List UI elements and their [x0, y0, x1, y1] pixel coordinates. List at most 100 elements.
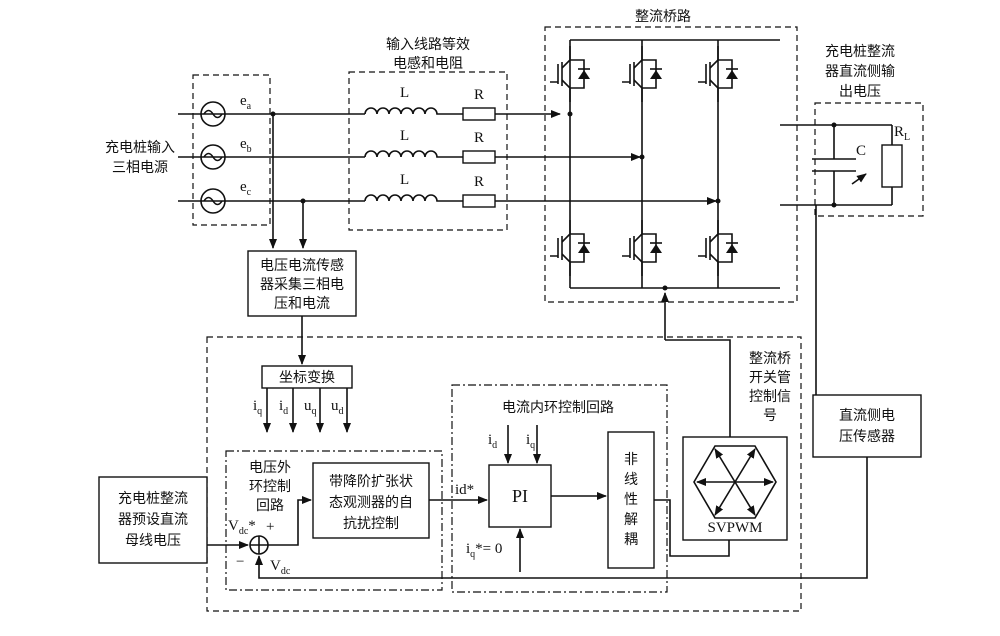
source-dashed-box	[192, 74, 271, 226]
pi-box	[488, 464, 552, 528]
outer-loop-1: 电压外	[249, 460, 291, 476]
bridge-dashed-box	[544, 26, 798, 303]
control-dashed-region	[206, 336, 802, 612]
vi-sensor-3: 压和电流	[274, 296, 330, 312]
label-plus-1: +	[266, 519, 274, 535]
vi-sensor-1: 电压电流传感	[260, 257, 344, 274]
svpwm-hexagon-icon	[693, 445, 777, 519]
rectifier-bridge: 整流桥路	[544, 9, 798, 303]
impedance-dashed-box	[348, 71, 508, 231]
resistor-load	[881, 144, 903, 188]
adrc-3: 抗扰控制	[343, 516, 399, 532]
label-R-c: R	[474, 174, 484, 190]
coord-transform-box	[261, 365, 353, 389]
igbt-switch-2-upper	[622, 46, 662, 102]
label-vdc: Vdc	[270, 558, 291, 577]
bridge-title: 整流桥路	[635, 9, 691, 25]
line-title-2: 电感和电阻	[393, 55, 463, 72]
coord-outputs	[263, 388, 351, 433]
coord-transform-label: 坐标变换	[279, 369, 335, 386]
adrc-2: 态观测器的自	[329, 495, 413, 511]
sum-to-adrc	[268, 496, 312, 546]
decouple-to-svpwm	[654, 499, 730, 557]
label-ud: ud	[331, 398, 344, 417]
label-ea: ea	[240, 93, 252, 112]
label-ec: ec	[240, 179, 252, 198]
inductor-c	[364, 194, 463, 202]
dc-feedback-line	[255, 457, 868, 579]
igbt-switch-3-lower	[698, 220, 738, 276]
dc-sensor-box	[812, 394, 922, 458]
gate-signal-line	[665, 339, 731, 437]
switch-signal-2: 开关管	[749, 370, 791, 386]
phase-lines	[178, 111, 365, 249]
pi-label: PI	[512, 486, 528, 506]
label-iqstar: iq*= 0	[466, 541, 502, 560]
label-R-a: R	[474, 87, 484, 103]
igbt-switches	[550, 46, 738, 276]
dc-title-2: 器直流侧输	[825, 63, 895, 80]
inductor-a	[364, 107, 463, 115]
inner-loop-region	[451, 384, 668, 593]
label-L-a: L	[400, 85, 409, 101]
preset-3: 母线电压	[125, 533, 181, 549]
preset-voltage-box	[98, 476, 208, 564]
label-eb: eb	[240, 136, 252, 155]
inner-loop-title: 电流内环控制回路	[502, 400, 614, 416]
adrc-box	[312, 462, 430, 539]
decoupling-box	[607, 431, 655, 569]
line-title-1: 输入线路等效	[386, 36, 470, 53]
switch-signal-4: 号	[763, 408, 777, 424]
dc-title-1: 充电桩整流	[825, 43, 895, 60]
outer-loop-3: 回路	[256, 498, 284, 514]
label-id: id	[279, 398, 288, 417]
line-impedance: 输入线路等效 电感和电阻 L L L R R R	[348, 36, 508, 231]
source-title-2: 三相电源	[112, 160, 168, 176]
label-RL: RL	[894, 124, 910, 143]
label-iq-in: iq	[526, 432, 535, 451]
label-R-b: R	[474, 130, 484, 146]
dc-sensor-1: 直流侧电	[839, 407, 895, 424]
vi-sensor-2: 器采集三相电	[260, 276, 344, 293]
source-title-1: 充电桩输入	[105, 139, 175, 156]
resistor-c	[462, 194, 496, 208]
capacitor-arrow	[851, 173, 867, 185]
label-uq: uq	[304, 398, 317, 417]
switch-signal-1: 整流桥	[749, 351, 791, 367]
label-idstar: id*	[455, 482, 474, 498]
outer-loop-2: 环控制	[249, 479, 291, 495]
label-minus: −	[236, 554, 244, 570]
capacitor-c	[812, 158, 856, 172]
igbt-switch-3-upper	[698, 46, 738, 102]
svpwm-box	[682, 436, 788, 541]
inductor-b	[364, 150, 463, 158]
resistor-b	[462, 150, 496, 164]
label-L-c: L	[400, 172, 409, 188]
label-vdc-star: Vdc*	[228, 518, 256, 537]
preset-2: 器预设直流	[118, 511, 188, 528]
igbt-switch-2-lower	[622, 220, 662, 276]
label-L-b: L	[400, 128, 409, 144]
label-id-in: id	[488, 432, 497, 451]
resistor-a	[462, 107, 496, 121]
dc-output: 充电桩整流 器直流侧输 出电压 C RL	[780, 43, 924, 217]
decouple-5: 耦	[624, 532, 638, 548]
decouple-3: 性	[624, 492, 638, 508]
igbt-switch-1-lower	[550, 220, 590, 276]
decouple-4: 解	[624, 512, 638, 528]
outer-loop-region	[225, 450, 443, 591]
label-C: C	[856, 143, 866, 159]
three-phase-source: ea eb ec	[192, 74, 271, 226]
decouple-1: 非	[624, 452, 638, 468]
adrc-1: 带降阶扩张状	[329, 474, 413, 490]
igbt-switch-1-upper	[550, 46, 590, 102]
label-iq: iq	[253, 398, 262, 417]
preset-1: 充电桩整流	[118, 490, 188, 507]
decouple-2: 线	[624, 472, 638, 488]
dc-title-3: 出电压	[839, 84, 881, 100]
dc-sensor-2: 压传感器	[839, 428, 895, 445]
svpwm-label: SVPWM	[707, 520, 762, 536]
switch-signal-3: 控制信	[749, 389, 791, 405]
